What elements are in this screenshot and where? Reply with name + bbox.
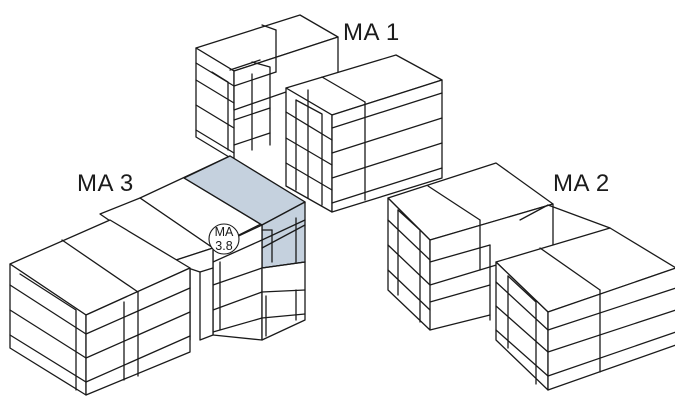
- ma1-front-module: [285, 54, 443, 213]
- label-ma2: MA 2: [553, 170, 610, 197]
- label-ma1: MA 1: [343, 19, 400, 46]
- ma2-back-module: [387, 162, 554, 331]
- badge-line1: MA: [215, 225, 234, 239]
- badge-line2: 3.8: [215, 239, 232, 253]
- block-ma2: [387, 162, 675, 391]
- block-ma3: [9, 155, 306, 396]
- ma1-back-module: [195, 14, 339, 161]
- unit-badge: MA 3.8: [208, 223, 240, 255]
- label-ma3: MA 3: [77, 170, 134, 197]
- ma2-front-module: [495, 204, 675, 391]
- block-ma1: [195, 14, 443, 213]
- ma3-front-module: [9, 219, 191, 396]
